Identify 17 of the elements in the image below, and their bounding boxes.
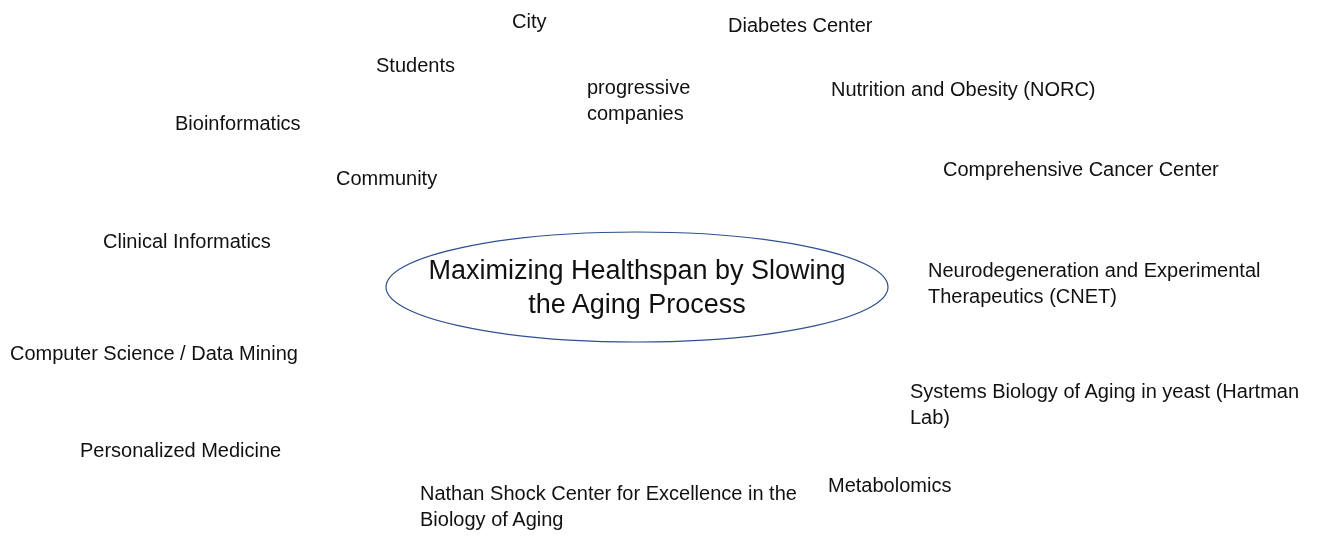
topic-label: Metabolomics — [828, 473, 952, 498]
topic-label: City — [512, 9, 547, 34]
topic-label: Systems Biology of Aging in yeast (Hartman Lab) — [910, 379, 1301, 430]
topic-label: Comprehensive Cancer Center — [943, 157, 1219, 182]
topic-label: Nutrition and Obesity (NORC) — [831, 77, 1096, 102]
topic-label: Clinical Informatics — [103, 229, 271, 254]
topic-label: Neurodegeneration and Experimental Therapeutics (CNET) — [928, 258, 1262, 309]
topic-label: Bioinformatics — [175, 111, 301, 136]
topic-label: Nathan Shock Center for Excellence in the Biology of Aging — [420, 481, 798, 532]
topic-label: Students — [376, 53, 455, 78]
topic-label: Computer Science / Data Mining — [10, 341, 298, 366]
node-title: Maximizing Healthspan by Slowing the Aging Process — [427, 254, 847, 321]
topic-label: Personalized Medicine — [80, 438, 282, 463]
topic-label: Community — [336, 166, 438, 191]
ellipse-node — [385, 231, 889, 343]
topic-label: progressive companies — [587, 75, 692, 126]
topic-label: Diabetes Center — [728, 13, 873, 38]
